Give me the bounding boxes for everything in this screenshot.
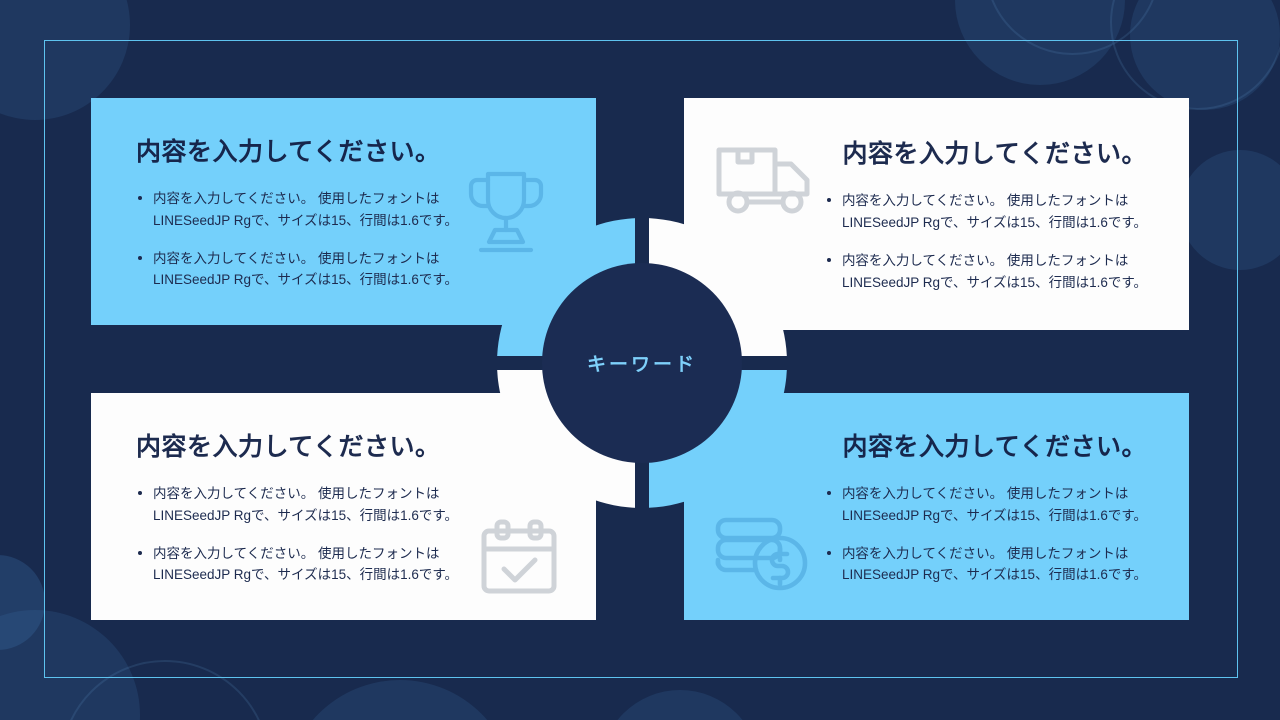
card-bullet-item: 内容を入力してください。 使用したフォントは LINESeedJP Rgで、サイ… xyxy=(136,188,458,232)
donut-svg xyxy=(487,208,797,518)
center-donut-diagram[interactable]: キーワード xyxy=(487,208,797,518)
card-bullet-item: 内容を入力してください。 使用したフォントは LINESeedJP Rgで、サイ… xyxy=(825,543,1147,587)
bubble-decor xyxy=(1180,150,1280,270)
card-body: 内容を入力してください。 内容を入力してください。 使用したフォントは LINE… xyxy=(136,132,458,291)
card-bullet-item: 内容を入力してください。 使用したフォントは LINESeedJP Rgで、サイ… xyxy=(825,250,1147,294)
card-bullet-list: 内容を入力してください。 使用したフォントは LINESeedJP Rgで、サイ… xyxy=(825,483,1147,586)
money-coins-icon xyxy=(714,516,810,592)
card-top-right[interactable]: 内容を入力してください。 内容を入力してください。 使用したフォントは LINE… xyxy=(684,98,1189,330)
donut-segment-top-right xyxy=(642,218,787,363)
card-title: 内容を入力してください。 xyxy=(136,137,441,166)
card-bottom-left[interactable]: 内容を入力してください。 内容を入力してください。 使用したフォントは LINE… xyxy=(91,393,596,620)
donut-segment-top-left xyxy=(497,218,642,363)
trophy-icon xyxy=(466,166,546,258)
bubble-decor xyxy=(600,690,760,720)
card-bullet-item: 内容を入力してください。 使用したフォントは LINESeedJP Rgで、サイ… xyxy=(136,543,458,587)
card-body: 内容を入力してください。 内容を入力してください。 使用したフォントは LINE… xyxy=(825,427,1147,586)
card-bullet-item: 内容を入力してください。 使用したフォントは LINESeedJP Rgで、サイ… xyxy=(136,483,458,527)
donut-segment-bottom-left xyxy=(497,363,642,508)
card-body: 内容を入力してください。 内容を入力してください。 使用したフォントは LINE… xyxy=(825,134,1147,293)
card-body: 内容を入力してください。 内容を入力してください。 使用したフォントは LINE… xyxy=(136,427,458,586)
card-bullet-item: 内容を入力してください。 使用したフォントは LINESeedJP Rgで、サイ… xyxy=(825,483,1147,527)
card-bullet-item: 内容を入力してください。 使用したフォントは LINESeedJP Rgで、サイ… xyxy=(825,190,1147,234)
card-title: 内容を入力してください。 xyxy=(842,140,1147,169)
donut-center-hub xyxy=(542,263,742,463)
card-bullet-item: 内容を入力してください。 使用したフォントは LINESeedJP Rgで、サイ… xyxy=(136,248,458,292)
card-title: 内容を入力してください。 xyxy=(136,432,441,461)
card-bullet-list: 内容を入力してください。 使用したフォントは LINESeedJP Rgで、サイ… xyxy=(136,188,458,291)
card-title: 内容を入力してください。 xyxy=(842,432,1147,461)
delivery-truck-icon xyxy=(714,140,816,218)
card-bullet-list: 内容を入力してください。 使用したフォントは LINESeedJP Rgで、サイ… xyxy=(825,190,1147,293)
slide-frame-border xyxy=(44,40,1238,678)
calendar-check-icon xyxy=(480,519,558,595)
card-top-left[interactable]: 内容を入力してください。 内容を入力してください。 使用したフォントは LINE… xyxy=(91,98,596,325)
bubble-decor xyxy=(285,680,515,720)
donut-segment-bottom-right xyxy=(642,363,787,508)
card-bullet-list: 内容を入力してください。 使用したフォントは LINESeedJP Rgで、サイ… xyxy=(136,483,458,586)
